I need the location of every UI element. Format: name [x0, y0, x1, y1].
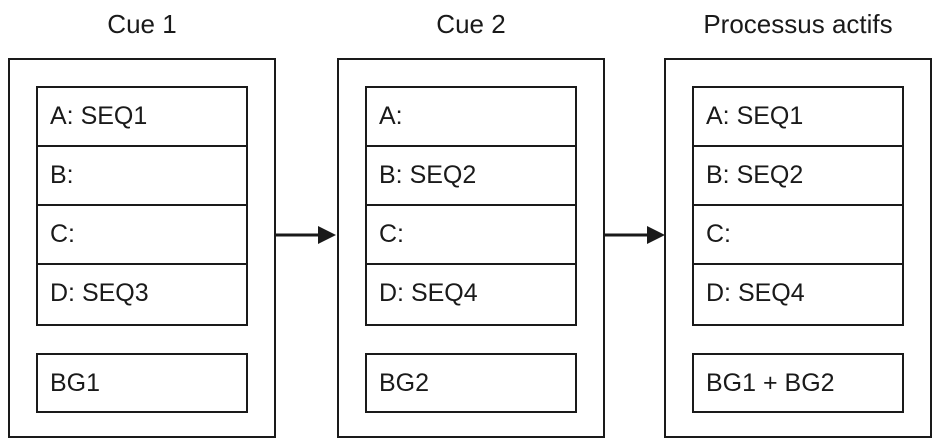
cue-2-panel: A: B: SEQ2 C: D: SEQ4 BG2	[337, 58, 605, 438]
cue-2-slot-b: B: SEQ2	[367, 147, 575, 206]
arrow-cue2-to-processus	[603, 226, 665, 244]
processus-actifs-panel: A: SEQ1 B: SEQ2 C: D: SEQ4 BG1 + BG2	[664, 58, 932, 438]
cue-2-slot-a: A:	[367, 88, 575, 147]
cue-1-slot-list: A: SEQ1 B: C: D: SEQ3	[36, 86, 248, 326]
processus-slot-d: D: SEQ4	[706, 279, 805, 307]
cue-2-slot-list: A: B: SEQ2 C: D: SEQ4	[365, 86, 577, 326]
title-processus-actifs: Processus actifs	[703, 9, 893, 39]
cue-1-slot-b: B:	[38, 147, 246, 206]
processus-slot-c: C:	[694, 206, 902, 265]
cue-2-background-box: BG2	[365, 353, 577, 413]
processus-slot-b: B: SEQ2	[694, 147, 902, 206]
cue-1-background-box: BG1	[36, 353, 248, 413]
cue-2-slot-d: D: SEQ4	[379, 279, 478, 307]
title-cue-2: Cue 2	[436, 9, 506, 39]
cue-1-slot-a: A: SEQ1	[38, 88, 246, 147]
cue-1-panel: A: SEQ1 B: C: D: SEQ3 BG1	[8, 58, 276, 438]
cue-1-slot-d: D: SEQ3	[50, 279, 149, 307]
processus-background-box: BG1 + BG2	[692, 353, 904, 413]
title-cue-1: Cue 1	[107, 9, 177, 39]
arrow-1-head	[318, 226, 336, 244]
processus-slot-a: A: SEQ1	[694, 88, 902, 147]
arrow-2-head	[647, 226, 665, 244]
arrow-cue1-to-cue2	[274, 226, 336, 244]
cue-1-slot-c: C:	[38, 206, 246, 265]
processus-slot-list: A: SEQ1 B: SEQ2 C: D: SEQ4	[692, 86, 904, 326]
cue-2-slot-c: C:	[367, 206, 575, 265]
